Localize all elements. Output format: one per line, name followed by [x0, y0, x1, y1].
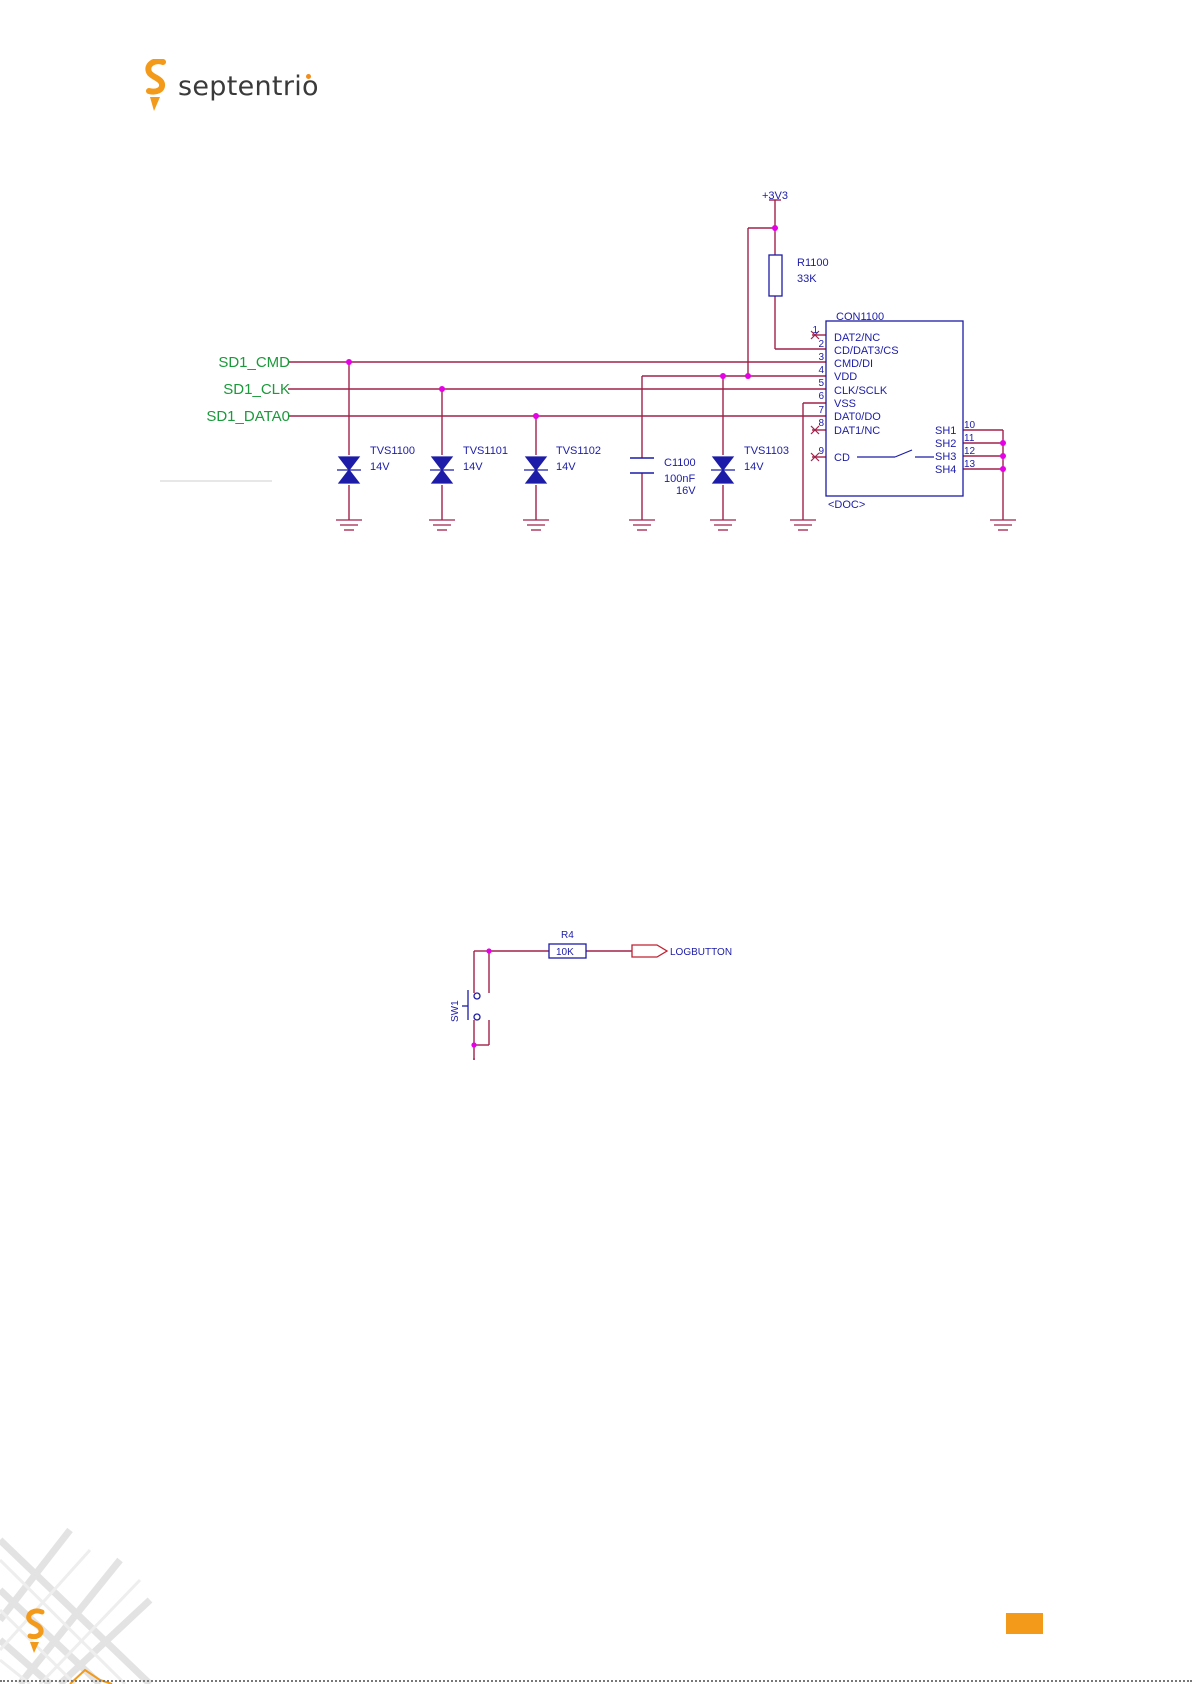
pin-7-name: DAT0/DO — [834, 411, 881, 423]
corner-logo-icon — [29, 1611, 42, 1653]
shield-sh4-number: 13 — [964, 459, 976, 470]
r4-ref: R4 — [561, 930, 574, 941]
con1100-ref: CON1100 — [836, 311, 884, 323]
log-button-schematic: R4 10K LOGBUTTON SW1 — [430, 920, 790, 1060]
pin-4-name: VDD — [834, 371, 857, 383]
pin-9-name: CD — [834, 452, 850, 464]
c1100-voltage: 16V — [676, 485, 696, 497]
sd-card-schematic: SD1_CMD SD1_CLK SD1_DATA0 +3V3 R1100 33K… — [0, 0, 1192, 560]
r1100-ref: R1100 — [797, 257, 829, 269]
logbutton-port-icon — [632, 945, 667, 957]
pin-9-number: 9 — [818, 446, 824, 457]
tvs1100-value: 14V — [370, 461, 390, 473]
c1100-ref: C1100 — [664, 457, 696, 469]
pin-5-number: 5 — [818, 378, 824, 389]
con1100-doc: <DOC> — [828, 499, 865, 511]
pin-5-name: CLK/SCLK — [834, 385, 888, 397]
pin-4-number: 4 — [818, 365, 824, 376]
r1100-value: 33K — [797, 273, 817, 285]
tvs1102-symbol — [524, 457, 548, 483]
shield-sh4-name: SH4 — [935, 464, 956, 476]
pin-3-number: 3 — [818, 352, 824, 363]
shield-sh1-name: SH1 — [935, 425, 956, 437]
c1100-value: 100nF — [664, 473, 695, 485]
sw1-symbol — [462, 990, 480, 1020]
tvs1103-value: 14V — [744, 461, 764, 473]
shield-sh2-number: 11 — [964, 433, 975, 444]
pin-6-number: 6 — [818, 391, 824, 402]
net-label-clk: SD1_CLK — [223, 381, 290, 398]
r4-value: 10K — [556, 947, 574, 958]
bottom-rule — [0, 1680, 1192, 1682]
tvs1103-symbol — [711, 457, 735, 483]
tvs1101-symbol — [430, 457, 454, 483]
shield-sh1-number: 10 — [964, 420, 976, 431]
corner-map-decoration — [0, 1500, 180, 1684]
tvs1102-ref: TVS1102 — [556, 445, 601, 457]
pin-2-number: 2 — [818, 339, 824, 350]
ground-symbols — [336, 520, 1016, 530]
junction-dots — [346, 225, 1006, 472]
pin-2-name: CD/DAT3/CS — [834, 345, 899, 357]
tvs1100-ref: TVS1100 — [370, 445, 415, 457]
page-number-tab — [1006, 1613, 1043, 1634]
net-label-data0: SD1_DATA0 — [206, 408, 290, 425]
shield-sh2-name: SH2 — [935, 438, 956, 450]
tvs1103-ref: TVS1103 — [744, 445, 789, 457]
tvs1102-value: 14V — [556, 461, 576, 473]
tvs1101-value: 14V — [463, 461, 483, 473]
pin-3-name: CMD/DI — [834, 358, 873, 370]
sw1-ref: SW1 — [450, 1000, 461, 1022]
tvs1100-symbol — [337, 457, 361, 483]
pin-8-name: DAT1/NC — [834, 425, 880, 437]
tvs1101-ref: TVS1101 — [463, 445, 508, 457]
pin-1-name: DAT2/NC — [834, 332, 880, 344]
logbutton-label: LOGBUTTON — [670, 947, 732, 958]
pin-8-number: 8 — [818, 418, 824, 429]
pin-1-number: 1 — [812, 325, 818, 336]
net-label-cmd: SD1_CMD — [218, 354, 290, 371]
pin-6-name: VSS — [834, 398, 856, 410]
pin-7-number: 7 — [818, 405, 824, 416]
shield-sh3-number: 12 — [964, 446, 976, 457]
supply-label: +3V3 — [762, 190, 788, 202]
c1100-symbol — [630, 458, 654, 473]
shield-sh3-name: SH3 — [935, 451, 956, 463]
